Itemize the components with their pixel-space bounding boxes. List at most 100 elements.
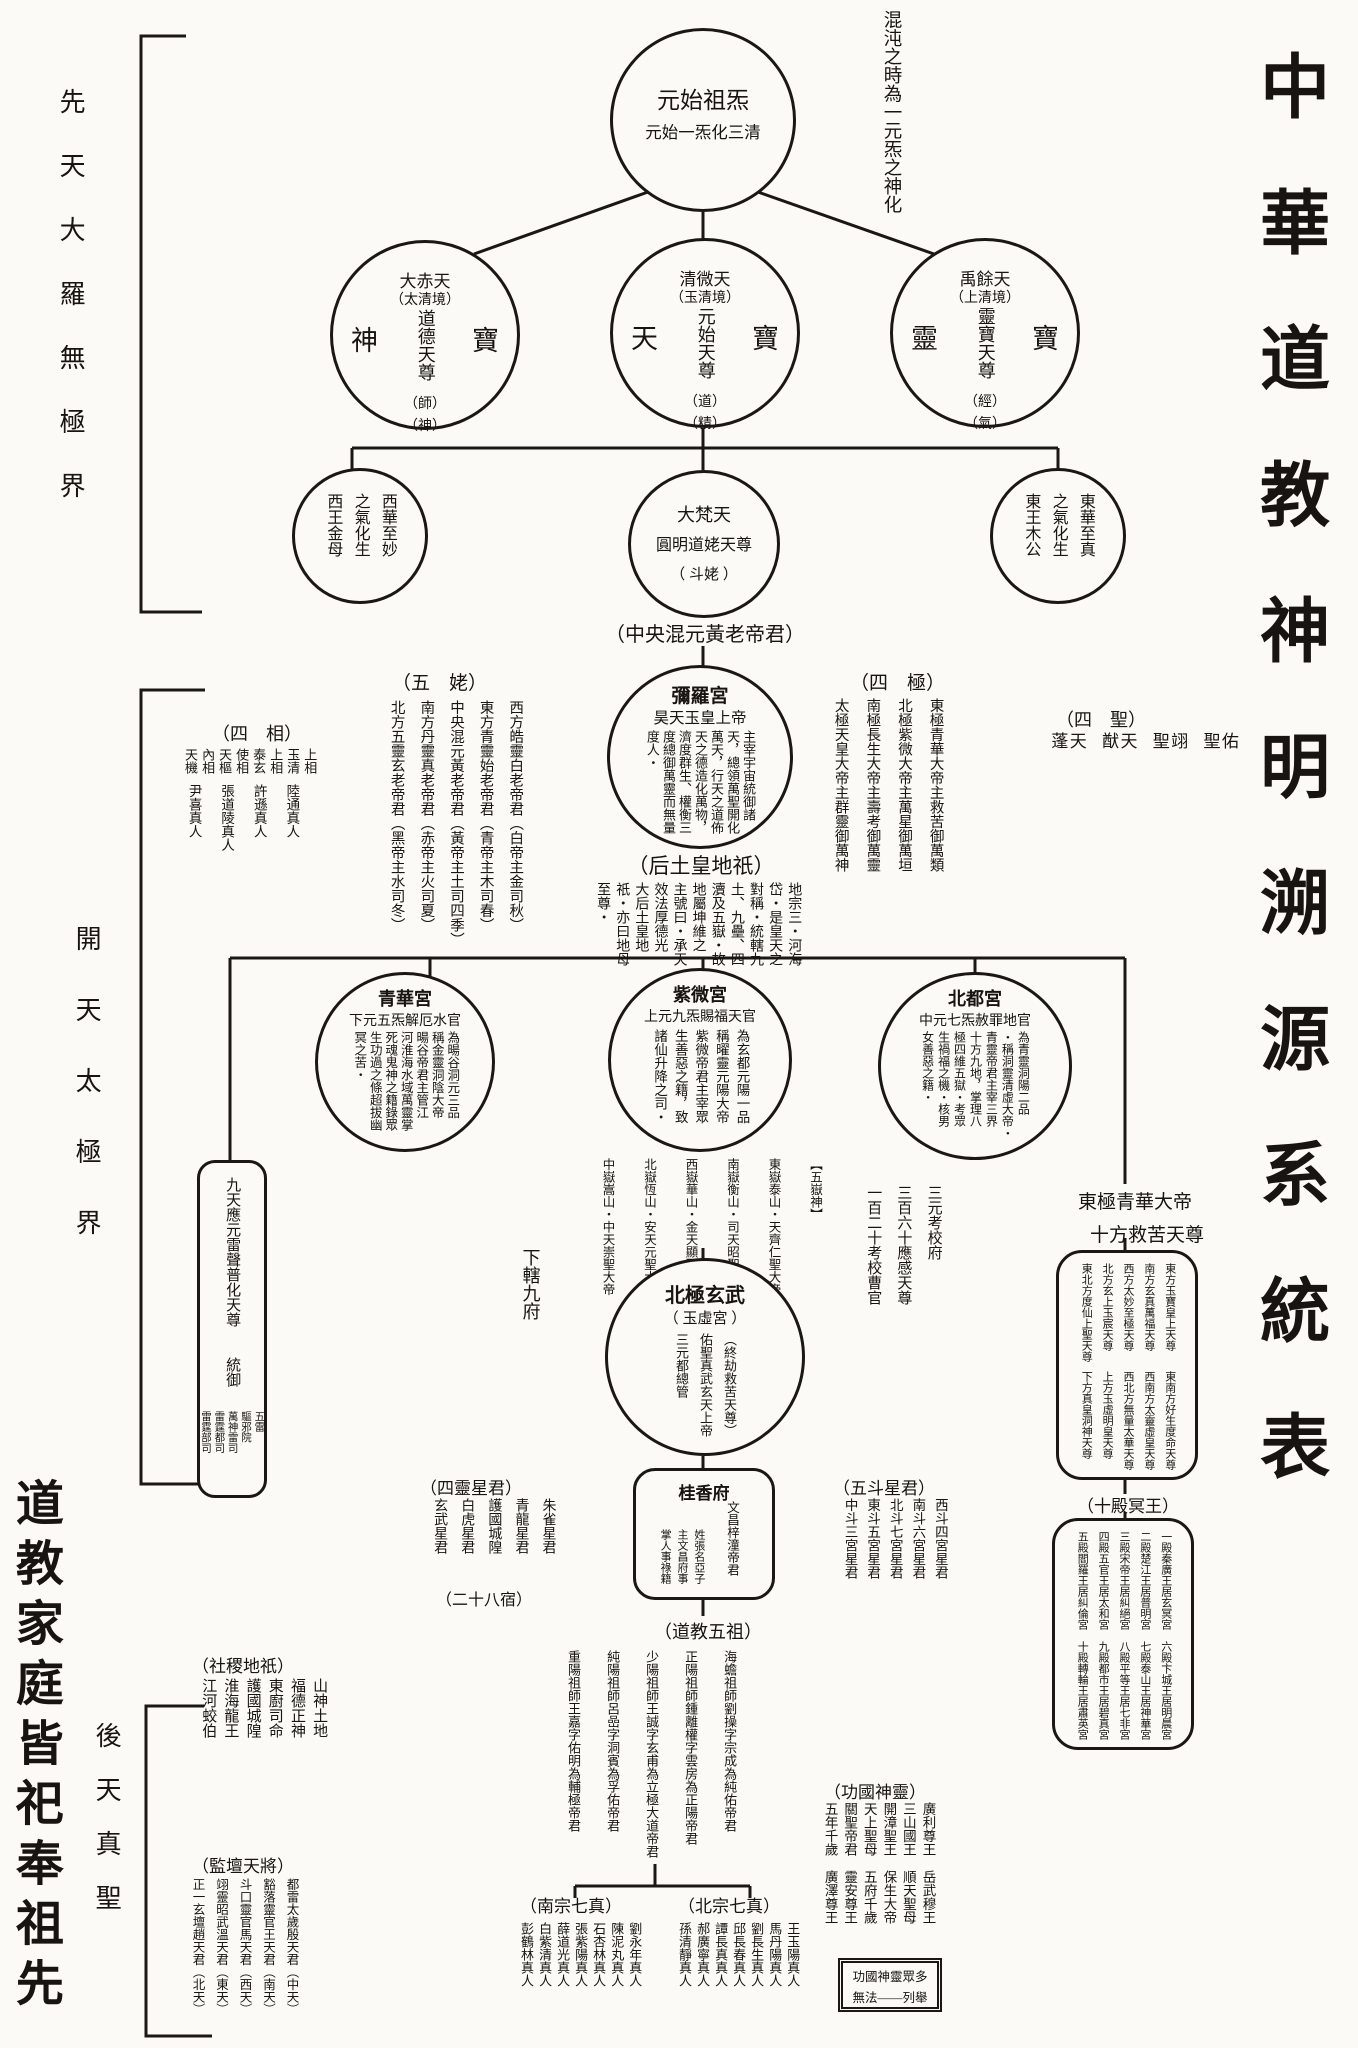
siji-entry: 太極天皇大帝主群靈御萬神 — [832, 698, 849, 872]
realm-name: （玉清境） — [670, 291, 740, 306]
qinghua-body-column: 生功過之條超拔幽 — [367, 1031, 382, 1131]
gongguo-note1: 功國神靈眾多 — [852, 1970, 928, 1984]
qinghua-body: 為暘谷洞元三品稱金靈洞陰大帝暘谷帝君主管江河淮海水域萬靈掌死魂鬼神之籍錄眾生功過… — [330, 1031, 480, 1143]
jiuku-entry: 西南方太靈虛皇天尊 — [1142, 1371, 1155, 1470]
text-column: 西華至妙 — [378, 493, 396, 557]
beizong-entry: 王玉陽真人 — [785, 1922, 801, 1987]
text-column: 東王木公 — [1022, 493, 1040, 557]
ziwei-subtitle: 上元九炁賜福天官 — [644, 1010, 756, 1025]
dongwanggong-text: 東華至真之氣化生東王木公 — [1007, 493, 1109, 585]
houtu-column: 祇‧亦曰地母 — [614, 882, 630, 966]
wudou-entry: 東斗五宮星君 — [865, 1498, 881, 1579]
beizong-entry: 譚長真真人 — [713, 1922, 729, 1987]
doumu-line3: （ 斗姥 ） — [670, 567, 738, 583]
ziwei-body-column: 諸仙升降之司‧ — [652, 1029, 668, 1124]
gongguo-entry: 開漳聖王 — [881, 1802, 897, 1856]
siling-entry: 朱雀星君 — [540, 1498, 556, 1554]
jiantan-entry: 豁落靈官王天君（南天） — [261, 1878, 275, 2016]
xiaxia-jiufu: 下轄九府 — [520, 1248, 541, 1320]
ziwei-body-column: 稱曜靈元陽大帝 — [713, 1029, 729, 1124]
xiwangmu-text: 西華至妙之氣化生西王金母 — [309, 493, 411, 585]
jiuku-entry: 西北方無量太華天尊 — [1121, 1371, 1134, 1470]
sixiang-name: 張道陵真人 — [219, 784, 235, 852]
leisheng-entry: 雷霆都司 — [213, 1411, 225, 1453]
jiantan-entry: 斗口靈官馬天君（西天） — [237, 1878, 252, 2016]
houtu-column: 效法厚德光 — [652, 882, 668, 952]
jiuku-entry: 南方玄真萬福天尊 — [1142, 1263, 1155, 1351]
origin-name: 元始祖炁 — [657, 88, 749, 113]
page-title: 中華道教神明溯源系統表 — [1249, 50, 1327, 1546]
sheji-entry: 東廚司命 — [266, 1678, 283, 1738]
guixiang-cols: 姓張名亞子主文昌府事掌人事祿籍 — [648, 1529, 714, 1593]
beidu-name: 北都宮 — [948, 989, 1002, 1009]
gongguo-row2: 岳武穆王順天聖母保生大帝五府千歲靈安尊王廣澤尊王 — [822, 1870, 936, 1930]
guixiang-name: 桂香府 — [678, 1484, 730, 1503]
gongguo-entry: 五府千歲 — [861, 1870, 877, 1924]
gongguo-entry: 關聖帝君 — [842, 1802, 858, 1856]
wuzu-entry: 重陽祖師王嘉字佑明為輔極帝君 — [566, 1650, 582, 1832]
sixiang-names: 尹喜真人張道陵真人許遜真人陸通真人 — [186, 784, 300, 858]
treasure-char-right: 寶 — [472, 326, 499, 356]
sixiang-name: 尹喜真人 — [186, 784, 202, 838]
nanzong-list: 劉永年真人陳泥丸真人石杏林真人張紫陽真人薛道光真人白紫清真人彭鶴林真人 — [519, 1922, 642, 1996]
nanzong-entry: 薛道光真人 — [555, 1922, 571, 1987]
wuyue-entry: 北嶽恆山‧安天元聖大帝 — [642, 1158, 656, 1296]
sisheng-label: （四 聖） — [1056, 710, 1146, 730]
leisheng-entry: 萬神雷司 — [226, 1411, 238, 1453]
origin-subtitle: 元始一炁化三清 — [645, 123, 761, 142]
shidian-group1: 一殿秦廣王居玄冥宮二殿楚江王居普明宮三殿宋帝王居糾絕宮四殿五官王居太和宮五殿閻羅… — [1065, 1531, 1181, 1635]
wulao-entry: 南方丹靈真老帝君（赤帝主火司夏） — [418, 700, 435, 932]
shidian-entry: 一殿秦廣王居玄冥宮 — [1159, 1531, 1172, 1630]
guixiang-column: 姓張名亞子 — [692, 1529, 705, 1584]
circle-ziwei: 紫微宮 上元九炁賜福天官 為玄都元陽一品稱曜靈元陽大帝紫微帝君主宰眾生善惡之籍，… — [608, 968, 792, 1152]
jiuku-entry: 東方玉寶皇上天尊 — [1163, 1263, 1176, 1351]
shidian-box: 一殿秦廣王居玄冥宮二殿楚江王居普明宮三殿宋帝王居糾絕宮四殿五官王居太和宮五殿閻羅… — [1052, 1518, 1194, 1750]
houtu-column: 至尊‧ — [595, 882, 611, 924]
guixiang-box: 桂香府 文昌梓潼帝君 姓張名亞子主文昌府事掌人事祿籍 — [633, 1468, 775, 1600]
guixiang-deity: 文昌梓潼帝君 — [725, 1501, 739, 1576]
wulao-entry: 北方五靈玄老帝君（黑帝主水司冬） — [388, 700, 405, 932]
wulao-label: （五 姥） — [392, 673, 488, 694]
treasure-char-right: 寶 — [752, 324, 779, 354]
miluo-body-column: 萬天，行天之道佈 — [709, 730, 725, 834]
beizong-entry: 郝廣寧真人 — [695, 1922, 711, 1987]
circle-dongwanggong: 東華至真之氣化生東王木公 — [990, 468, 1126, 604]
miluo-body-column: 主宰宇宙統御諸 — [741, 730, 757, 821]
section-label-family: 道教家庭皆祀奉祖先 — [7, 1478, 61, 2018]
jiantan-list: 都雷太歲殷天君（中天）豁落靈官王天君（南天）斗口靈官馬天君（西天）翊靈昭武溫天君… — [190, 1878, 299, 2028]
xuanwu-column: 佑聖真武玄天上帝 — [698, 1333, 714, 1437]
shidian-entry: 七殿泰山王居神華宮 — [1138, 1641, 1151, 1740]
sixiang-titles: 天機內相天樞使相泰玄上相玉清上相 — [183, 748, 317, 778]
siji-entry: 南極長生大帝主壽考御萬靈 — [864, 698, 881, 872]
siji-entry: 北極紫微大帝主萬星御萬垣 — [895, 698, 912, 872]
wulao-entry: 西方皓靈白老帝君（白帝主金司秋） — [507, 700, 524, 932]
siji-list: 東極青華大帝主救苦御萬類北極紫微大帝主萬星御萬垣南極長生大帝主壽考御萬靈太極天皇… — [832, 698, 944, 878]
deity-note: （師） — [404, 397, 446, 412]
deity-name: 靈寶天尊 — [975, 307, 996, 379]
jiuku-entry: 上方玉虛明皇天尊 — [1101, 1371, 1114, 1459]
gongguo-entry: 天上聖母 — [861, 1802, 877, 1856]
sixiang-title: 內相 — [200, 748, 216, 774]
qinghua-body-column: 冥之苦‧ — [352, 1031, 367, 1081]
miluo-body-column: 天，總領萬聖開化 — [725, 730, 741, 834]
sanyuan-column: 三百六十應感天尊 — [895, 1185, 912, 1305]
ziwei-body: 為玄都元陽一品稱曜靈元陽大帝紫微帝君主宰眾生善惡之籍，致諸仙升降之司‧ — [625, 1029, 775, 1141]
heaven-name: 大赤天 — [399, 272, 451, 291]
houtu-column: 主號曰‧承天 — [671, 882, 687, 966]
miluo-name: 彌羅宮 — [671, 686, 729, 707]
shidian-entry: 四殿五官王居太和宮 — [1097, 1531, 1110, 1630]
sheji-entry: 江河蛟伯 — [200, 1678, 217, 1738]
sixiang-title: 使相 — [234, 748, 250, 774]
central-huanglao-label: （中央混元黃老帝君） — [605, 624, 805, 646]
circle-xiwangmu: 西華至妙之氣化生西王金母 — [292, 468, 428, 604]
shidian-entry: 六殿卞城王居明晨宮 — [1159, 1641, 1172, 1740]
wuzu-entry: 海蟾祖師劉操字宗成為純佑帝君 — [722, 1650, 738, 1832]
realm-name: （太清境） — [390, 293, 460, 308]
jiantan-entry: 翊靈昭武溫天君（東天） — [214, 1878, 228, 2016]
xuanwu-palace: （ 玉虛宮 ） — [663, 1311, 747, 1327]
siling-entry: 護國城隍 — [486, 1498, 502, 1554]
siling-entry: 白虎星君 — [459, 1498, 475, 1554]
heaven-name: 禹餘天 — [959, 270, 1011, 289]
leisheng-title: 九天應元雷聲普化天尊 — [224, 1177, 241, 1327]
